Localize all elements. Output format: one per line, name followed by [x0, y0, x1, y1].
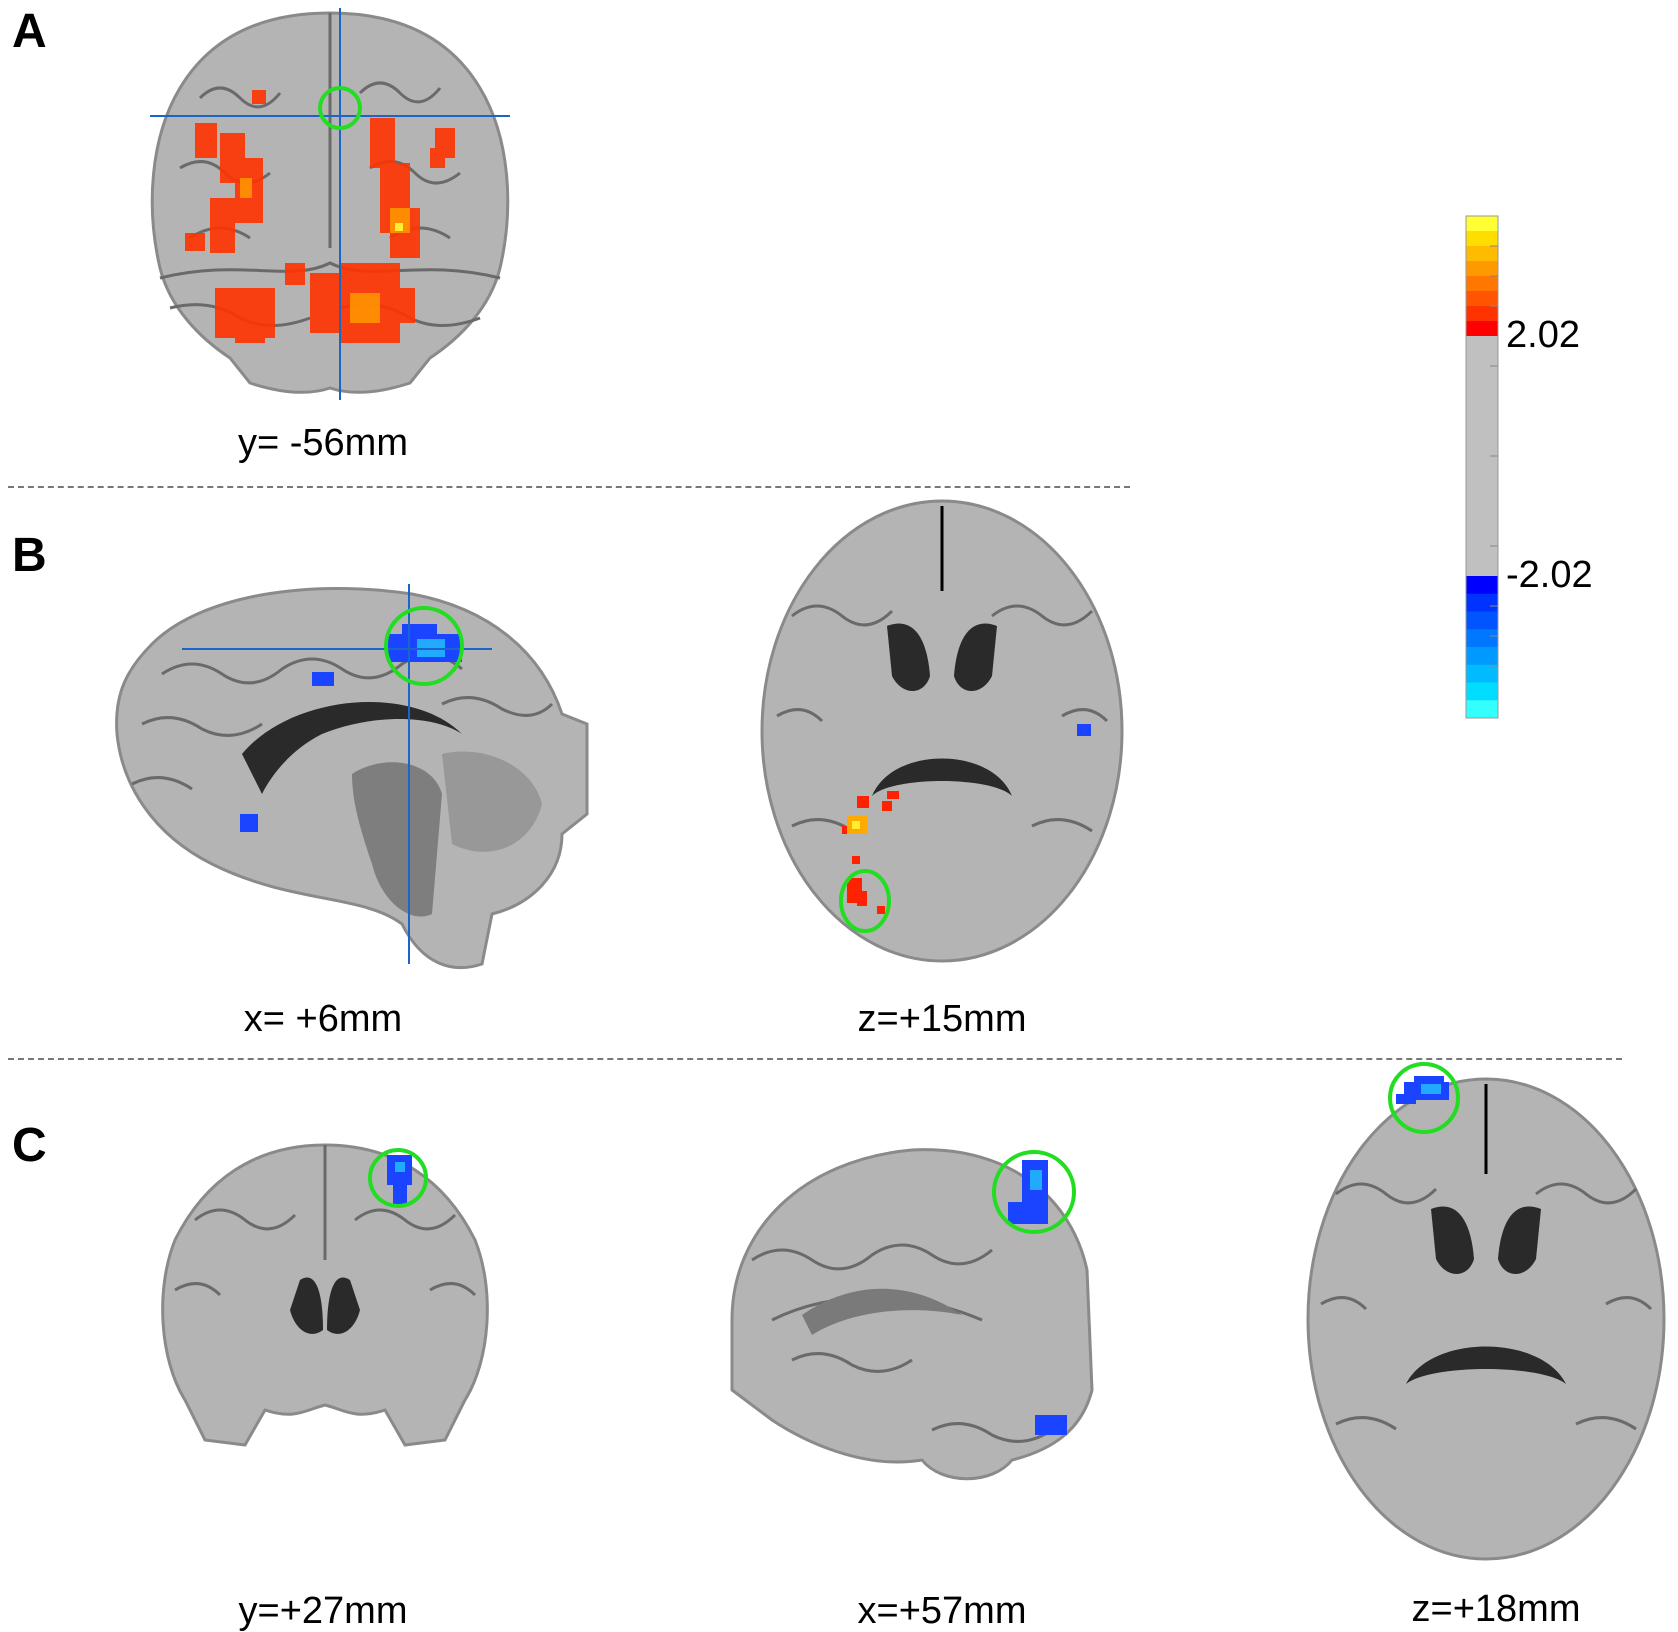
panel-c-axial-slice: [1306, 1062, 1666, 1561]
colorbar-positive-step: [1466, 246, 1498, 262]
colorbar-negative-step: [1466, 629, 1498, 648]
colorbar-negative-step: [1466, 700, 1498, 719]
colorbar-negative-step: [1466, 593, 1498, 612]
colorbar-negative-step: [1466, 664, 1498, 683]
colorbar-negative-step: [1466, 647, 1498, 666]
colorbar: [1465, 215, 1499, 719]
caption-a-coronal: y= -56mm: [238, 422, 408, 464]
panel-label-b: B: [12, 529, 47, 582]
colorbar-positive-step: [1466, 321, 1498, 337]
colorbar-lower-threshold-label: -2.02: [1506, 554, 1593, 596]
caption-b-axial: z=+15mm: [857, 998, 1027, 1040]
caption-c-axial: z=+18mm: [1411, 1588, 1581, 1630]
colorbar-positive-step: [1466, 216, 1498, 232]
panel-c-sagittal-slice: [730, 1148, 1094, 1481]
colorbar-positive-step: [1466, 261, 1498, 277]
divider-a-b: [8, 486, 1130, 488]
caption-c-sagittal: x=+57mm: [857, 1590, 1027, 1632]
panel-a-coronal-slice: [150, 8, 510, 400]
colorbar-positive-step: [1466, 306, 1498, 322]
divider-b-c: [8, 1058, 1622, 1060]
panel-label-c: C: [12, 1119, 47, 1172]
colorbar-negative-step: [1466, 576, 1498, 595]
colorbar-positive-segment: [1466, 216, 1498, 337]
colorbar-negative-step: [1466, 611, 1498, 630]
panel-b-axial-slice: [760, 499, 1124, 963]
colorbar-negative-segment: [1466, 576, 1498, 719]
colorbar-positive-step: [1466, 231, 1498, 247]
caption-b-sagittal: x= +6mm: [243, 998, 403, 1040]
panel-label-a: A: [12, 5, 47, 58]
panel-b-sagittal-slice: [115, 584, 589, 970]
panel-c-coronal-slice: [161, 1143, 489, 1447]
colorbar-positive-step: [1466, 291, 1498, 307]
colorbar-negative-step: [1466, 682, 1498, 701]
caption-c-coronal: y=+27mm: [238, 1590, 408, 1632]
colorbar-positive-step: [1466, 276, 1498, 292]
colorbar-upper-threshold-label: 2.02: [1506, 314, 1580, 356]
